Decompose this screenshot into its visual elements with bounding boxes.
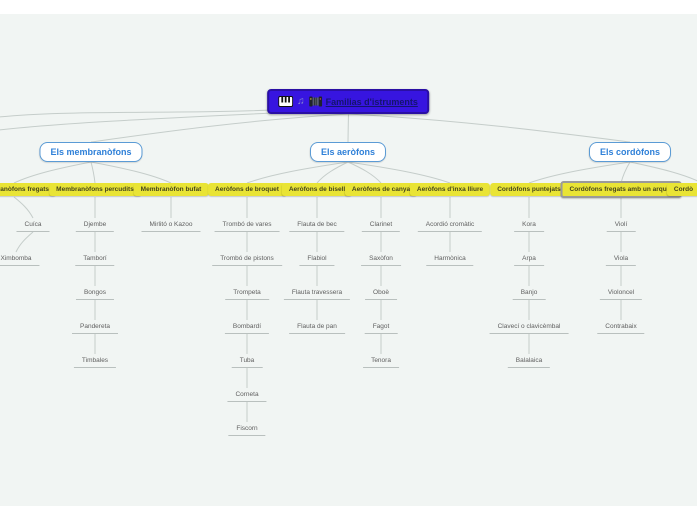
leaf-node[interactable]: Mirlitó o Kazoo bbox=[141, 219, 201, 232]
root-node[interactable]: ♫ Familias d'istruments bbox=[267, 89, 429, 114]
branch-node[interactable]: Aeròfons de bisell bbox=[281, 183, 353, 196]
leaf-node[interactable]: Violí bbox=[606, 219, 636, 232]
leaf-node[interactable]: Bombardí bbox=[224, 321, 270, 334]
leaf-node[interactable]: Trombó de vares bbox=[214, 219, 280, 232]
leaf-node[interactable]: Balalaica bbox=[507, 355, 551, 368]
music-note-icon: ♫ bbox=[297, 95, 305, 107]
leaf-node[interactable]: Trompeta bbox=[225, 287, 269, 300]
leaf-node[interactable]: Acordió cromàtic bbox=[417, 219, 483, 232]
connector-line bbox=[528, 161, 631, 184]
section-node[interactable]: Els membranòfons bbox=[39, 142, 143, 162]
leaf-node[interactable]: Pandereta bbox=[72, 321, 118, 334]
branch-node[interactable]: Cordòfons puntejats bbox=[490, 183, 568, 196]
leaf-node[interactable]: Flauta travessera bbox=[283, 287, 351, 300]
leaf-node[interactable]: Djembe bbox=[75, 219, 115, 232]
connector-line bbox=[13, 161, 92, 184]
connector-line bbox=[15, 231, 34, 253]
root-title: Familias d'istruments bbox=[325, 96, 418, 107]
section-node[interactable]: Els aeròfons bbox=[309, 142, 387, 162]
leaf-node[interactable]: Fiscorn bbox=[228, 423, 266, 436]
connector-line bbox=[629, 161, 697, 182]
leaf-node[interactable]: Arpa bbox=[514, 253, 544, 266]
leaf-node[interactable]: Harmònica bbox=[426, 253, 474, 266]
section-node[interactable]: Els cordòfons bbox=[588, 142, 672, 162]
leaf-node[interactable]: Corneta bbox=[227, 389, 267, 402]
connector-line bbox=[347, 161, 382, 184]
leaf-node[interactable]: Flauta de bec bbox=[289, 219, 345, 232]
leaf-node[interactable]: Flauta de pan bbox=[289, 321, 345, 334]
leaf-node[interactable]: Tenora bbox=[363, 355, 399, 368]
connector-line bbox=[13, 196, 34, 219]
connector-line bbox=[620, 161, 631, 184]
leaf-node[interactable]: Banjo bbox=[512, 287, 546, 300]
leaf-node[interactable]: Oboè bbox=[365, 287, 397, 300]
branch-node[interactable]: Aeròfons de broquet bbox=[208, 183, 286, 196]
leaf-node[interactable]: Flabiol bbox=[299, 253, 335, 266]
connector-line bbox=[90, 161, 172, 184]
leaf-node[interactable]: Bongos bbox=[75, 287, 115, 300]
connector-line bbox=[347, 161, 451, 184]
connector-line bbox=[90, 113, 349, 143]
connector-line bbox=[246, 161, 349, 184]
leaf-node[interactable]: Violoncel bbox=[599, 287, 643, 300]
branch-node[interactable]: Aeròfons d'inxa lliure bbox=[409, 183, 491, 196]
connector-line bbox=[0, 111, 294, 131]
leaf-node[interactable]: Fagot bbox=[364, 321, 398, 334]
branch-node[interactable]: Membranòfon bufat bbox=[133, 183, 209, 196]
leaf-node[interactable]: Viola bbox=[605, 253, 637, 266]
connector-line bbox=[316, 161, 349, 184]
connector-line bbox=[347, 113, 349, 143]
branch-node[interactable]: Cordòfons fregats amb un arquet bbox=[560, 181, 682, 198]
branch-node[interactable]: Aeròfons de canya bbox=[344, 183, 418, 196]
leaf-node[interactable]: Kora bbox=[514, 219, 544, 232]
leaf-node[interactable]: Clarinet bbox=[361, 219, 401, 232]
connector-line bbox=[90, 161, 96, 184]
leaf-node[interactable]: Cuíca bbox=[16, 219, 50, 232]
branch-node[interactable]: Cordò bbox=[666, 183, 697, 196]
leaf-node[interactable]: Saxòfon bbox=[361, 253, 401, 266]
leaf-node[interactable]: Ximbomba bbox=[0, 253, 40, 266]
leaf-node[interactable]: Clavecí o clavicèmbal bbox=[489, 321, 569, 334]
connector-line bbox=[348, 113, 631, 143]
piano-keyboard-icon bbox=[278, 96, 294, 107]
leaf-node[interactable]: Contrabaix bbox=[597, 321, 645, 334]
leaf-node[interactable]: Trombó de pistons bbox=[212, 253, 282, 266]
branch-node[interactable]: Membranòfons fregats bbox=[0, 183, 57, 196]
connector-line bbox=[0, 108, 298, 118]
leaf-node[interactable]: Timbales bbox=[73, 355, 117, 368]
leaf-node[interactable]: Tuba bbox=[231, 355, 263, 368]
branch-node[interactable]: Membranòfons percudits bbox=[49, 183, 141, 196]
leaf-node[interactable]: Tamborí bbox=[75, 253, 115, 266]
accordion-icon bbox=[308, 96, 322, 107]
